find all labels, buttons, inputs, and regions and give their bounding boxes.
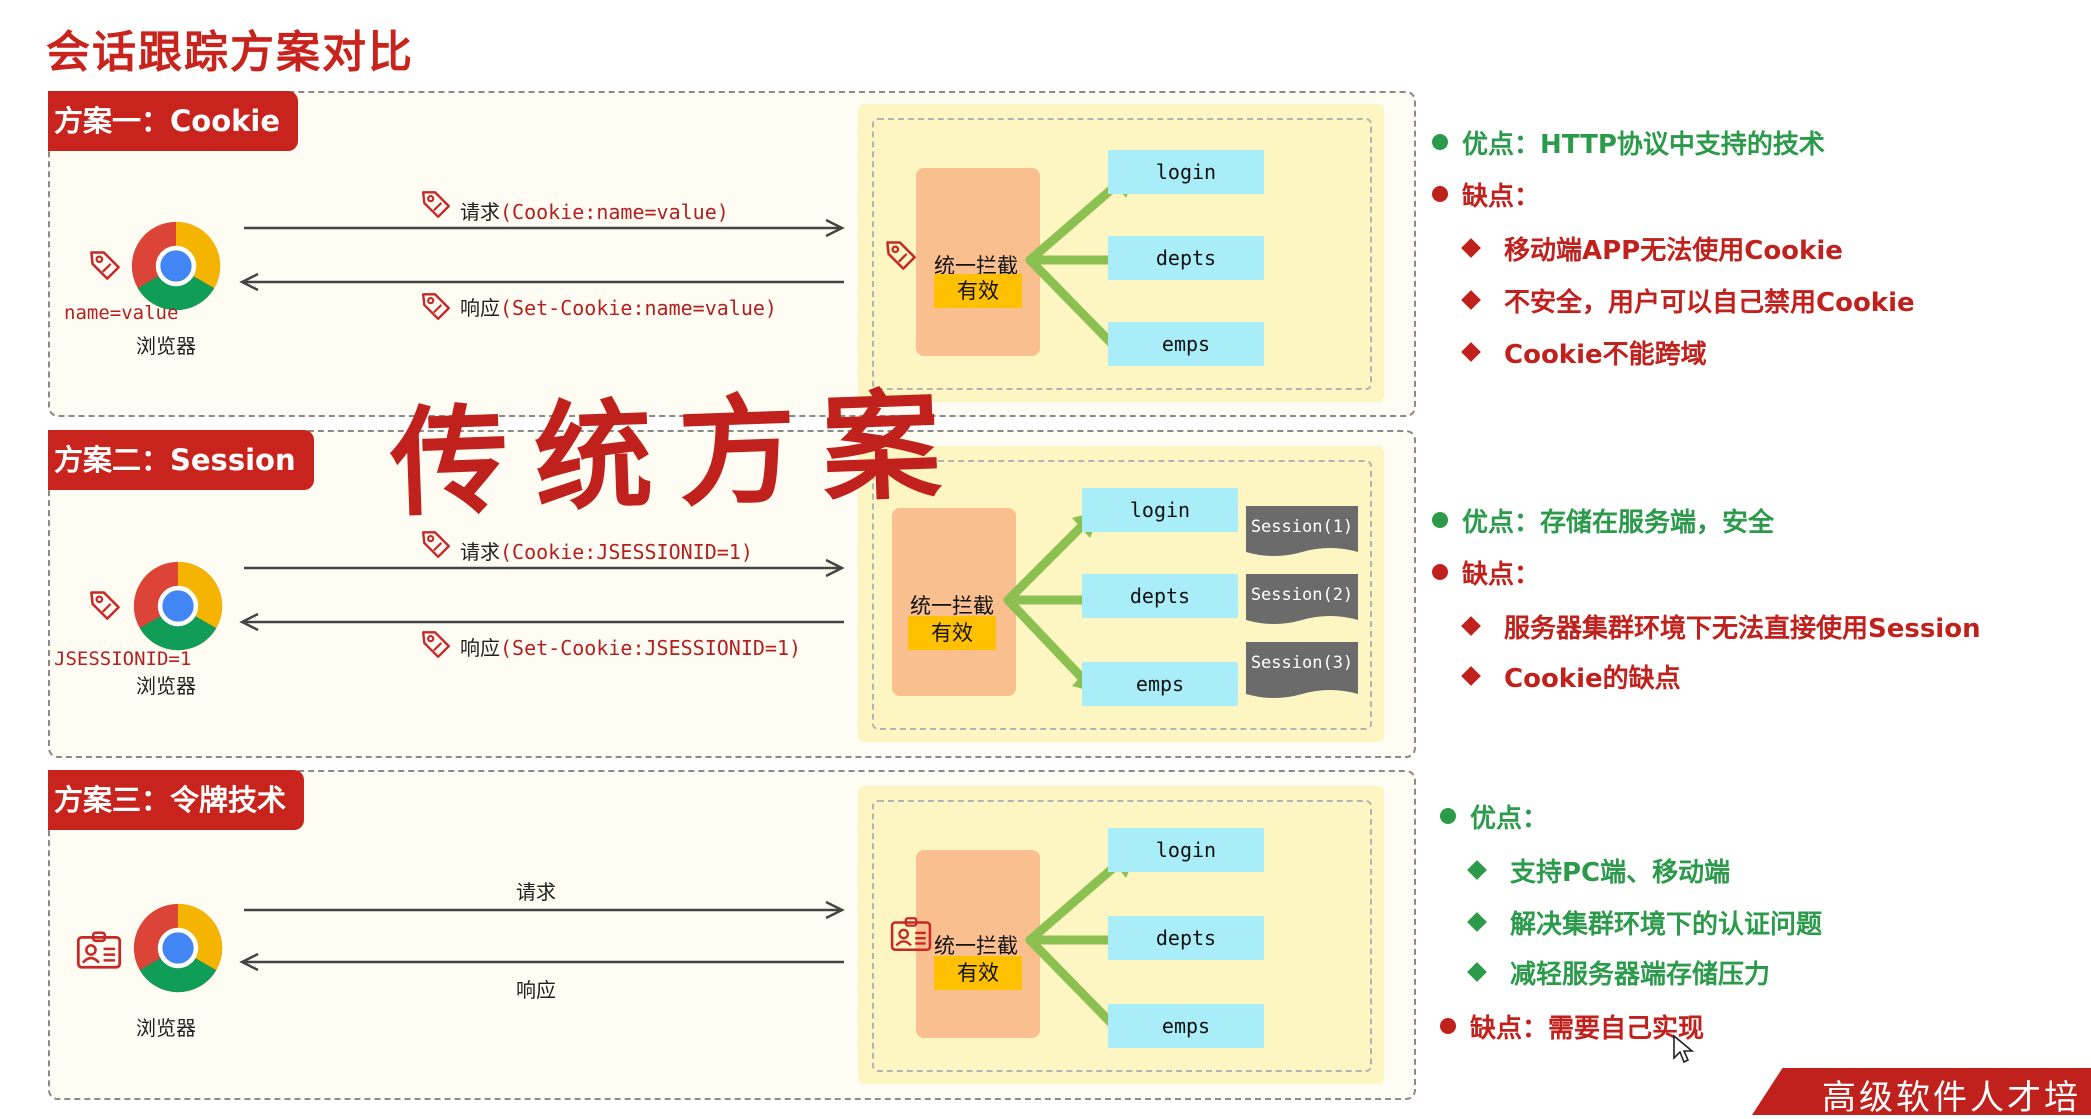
pro-item: 减轻服务器端存储压力 bbox=[1467, 954, 1770, 991]
bullet-dot-icon bbox=[1432, 564, 1448, 580]
diamond-bullet-icon bbox=[1461, 290, 1481, 310]
valid-badge: 有效 bbox=[908, 616, 996, 650]
cookie-value: name=value bbox=[64, 302, 179, 324]
interceptor-block bbox=[892, 508, 1016, 696]
tag-icon bbox=[420, 290, 452, 322]
section-title-session: 方案二：Session bbox=[48, 430, 314, 490]
page-title: 会话跟踪方案对比 bbox=[46, 27, 414, 78]
server-boundary bbox=[872, 800, 1372, 1072]
resource-emps: emps bbox=[1108, 322, 1264, 366]
response-label: 响应(Set-Cookie:name=value) bbox=[460, 296, 777, 320]
response-arrow bbox=[239, 612, 844, 632]
resource-login: login bbox=[1108, 150, 1264, 194]
request-label: 请求 bbox=[516, 880, 556, 904]
con-item: Cookie的缺点 bbox=[1461, 658, 1681, 695]
response-label: 响应(Set-Cookie:JSESSIONID=1) bbox=[460, 636, 802, 660]
pro-item: 解决集群环境下的认证问题 bbox=[1467, 904, 1822, 941]
con-item: 服务器集群环境下无法直接使用Session bbox=[1461, 608, 1981, 645]
tag-icon bbox=[884, 238, 918, 272]
valid-badge: 有效 bbox=[934, 274, 1022, 308]
con-item: 不安全，用户可以自己禁用Cookie bbox=[1461, 282, 1915, 319]
bullet-dot-icon bbox=[1432, 186, 1448, 202]
con-heading: 缺点： bbox=[1432, 176, 1540, 213]
cookie-value: JSESSIONID=1 bbox=[54, 648, 192, 670]
interceptor-label: 统一拦截 bbox=[910, 594, 994, 618]
section-title-cookie: 方案一：Cookie bbox=[48, 91, 299, 151]
con-item: 移动端APP无法使用Cookie bbox=[1461, 230, 1843, 267]
diamond-bullet-icon bbox=[1461, 342, 1481, 362]
tag-icon bbox=[420, 188, 452, 220]
server-boundary bbox=[872, 118, 1372, 390]
valid-badge: 有效 bbox=[934, 956, 1022, 990]
browser-label: 浏览器 bbox=[136, 334, 196, 358]
mouse-cursor-icon bbox=[1673, 1034, 1694, 1064]
id-card-icon bbox=[76, 930, 122, 970]
diamond-bullet-icon bbox=[1461, 616, 1481, 636]
chrome-browser-icon bbox=[132, 902, 224, 994]
request-label: 请求(Cookie:name=value) bbox=[460, 200, 729, 224]
diamond-bullet-icon bbox=[1467, 962, 1487, 982]
pro-item: 支持PC端、移动端 bbox=[1467, 852, 1730, 889]
resource-login: login bbox=[1082, 488, 1238, 532]
resource-emps: emps bbox=[1082, 662, 1238, 706]
diamond-bullet-icon bbox=[1467, 912, 1487, 932]
interceptor-label: 统一拦截 bbox=[934, 934, 1018, 958]
interceptor-block bbox=[916, 850, 1040, 1038]
pro-heading: 优点： bbox=[1440, 798, 1548, 835]
session-store-1: Session(1) bbox=[1246, 506, 1358, 560]
con-item: Cookie不能跨域 bbox=[1461, 334, 1707, 371]
bullet-dot-icon bbox=[1440, 1018, 1456, 1034]
session-store-2: Session(2) bbox=[1246, 574, 1358, 628]
brand-banner: 高级软件人才培 bbox=[1752, 1068, 2091, 1115]
bullet-dot-icon bbox=[1440, 808, 1456, 824]
resource-emps: emps bbox=[1108, 1004, 1264, 1048]
chrome-browser-icon bbox=[130, 220, 222, 312]
request-arrow bbox=[244, 900, 845, 920]
server-boundary bbox=[872, 460, 1372, 730]
request-arrow bbox=[244, 558, 845, 578]
browser-label: 浏览器 bbox=[136, 1016, 196, 1040]
diamond-bullet-icon bbox=[1461, 666, 1481, 686]
response-label: 响应 bbox=[516, 978, 556, 1002]
request-arrow bbox=[244, 218, 845, 238]
con-heading: 缺点： bbox=[1432, 554, 1540, 591]
browser-label: 浏览器 bbox=[136, 674, 196, 698]
diamond-bullet-icon bbox=[1467, 860, 1487, 880]
pro-item: 优点：存储在服务端，安全 bbox=[1432, 502, 1774, 539]
chrome-browser-icon bbox=[132, 560, 224, 652]
response-arrow bbox=[239, 272, 844, 292]
diamond-bullet-icon bbox=[1461, 238, 1481, 258]
handwritten-annotation: 传统方案 bbox=[388, 373, 969, 534]
resource-depts: depts bbox=[1108, 236, 1264, 280]
resource-depts: depts bbox=[1108, 916, 1264, 960]
request-label: 请求(Cookie:JSESSIONID=1) bbox=[460, 540, 753, 564]
id-card-icon bbox=[890, 916, 932, 952]
resource-depts: depts bbox=[1082, 574, 1238, 618]
con-item: 缺点：需要自己实现 bbox=[1440, 1008, 1704, 1045]
bullet-dot-icon bbox=[1432, 512, 1448, 528]
cookie-tag-icon bbox=[88, 588, 122, 622]
section-title-token: 方案三：令牌技术 bbox=[48, 770, 305, 830]
cookie-tag-icon bbox=[88, 248, 122, 282]
tag-icon bbox=[420, 628, 452, 660]
response-arrow bbox=[239, 952, 844, 972]
bullet-dot-icon bbox=[1432, 134, 1448, 150]
pro-item: 优点：HTTP协议中支持的技术 bbox=[1432, 124, 1825, 161]
resource-login: login bbox=[1108, 828, 1264, 872]
interceptor-block bbox=[916, 168, 1040, 356]
session-store-3: Session(3) bbox=[1246, 642, 1358, 698]
